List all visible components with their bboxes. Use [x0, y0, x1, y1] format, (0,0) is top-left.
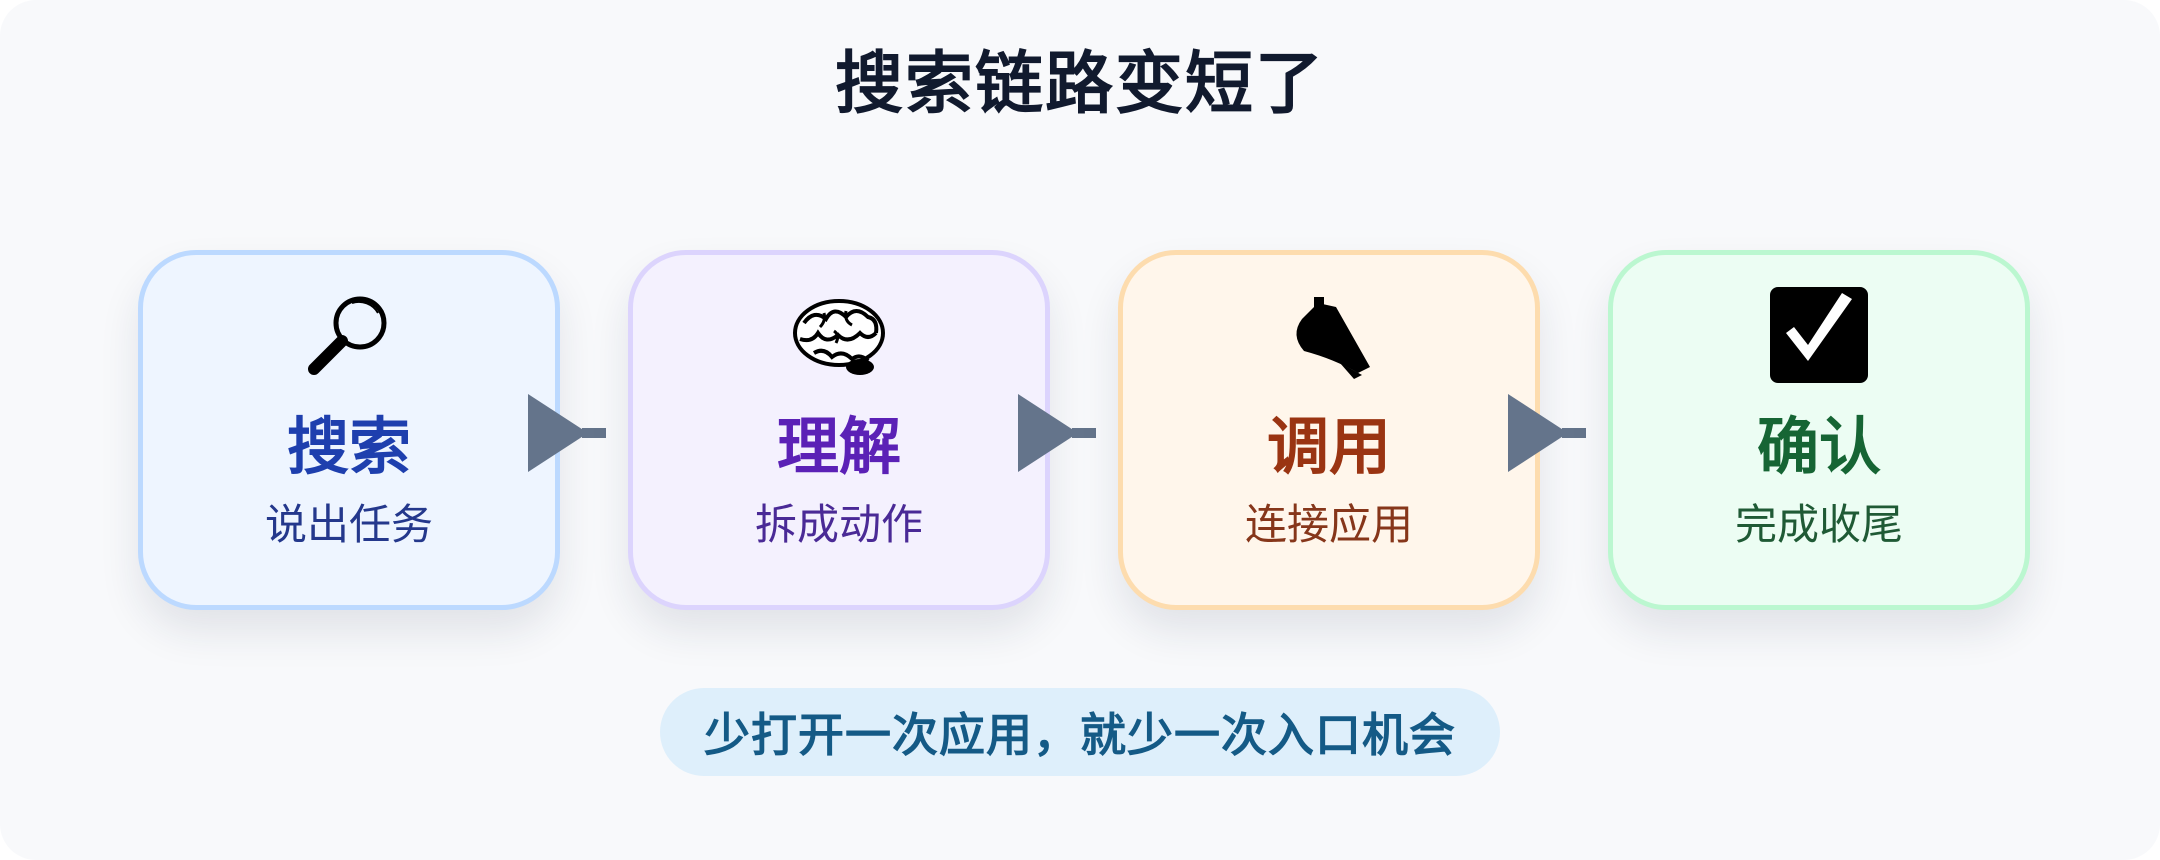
check-box-icon	[1613, 283, 2025, 393]
step-card-confirm: 确认 完成收尾	[1608, 250, 2030, 610]
step-card-invoke: 调用 连接应用	[1118, 250, 1540, 610]
step-desc: 连接应用	[1244, 500, 1413, 549]
magnifier-icon	[143, 283, 555, 393]
brain-icon	[633, 283, 1045, 393]
step-desc: 说出任务	[264, 500, 433, 549]
flow-arrow	[1018, 394, 1096, 472]
step-card-search: 搜索 说出任务	[138, 250, 560, 610]
step-desc: 完成收尾	[1734, 500, 1903, 549]
step-name: 调用	[1266, 410, 1391, 483]
step-name: 搜索	[286, 410, 411, 483]
flow-arrow	[1508, 394, 1586, 472]
step-name: 理解	[776, 410, 901, 483]
megaphone-icon	[1123, 283, 1535, 393]
footer-note: 少打开一次应用，就少一次入口机会	[660, 688, 1500, 776]
footer-text: 少打开一次应用，就少一次入口机会	[704, 708, 1456, 762]
step-card-understand: 理解 拆成动作	[628, 250, 1050, 610]
step-desc: 拆成动作	[754, 500, 923, 549]
flow-arrow	[528, 394, 606, 472]
diagram-title: 搜索链路变短了	[834, 45, 1325, 124]
step-name: 确认	[1756, 410, 1881, 483]
